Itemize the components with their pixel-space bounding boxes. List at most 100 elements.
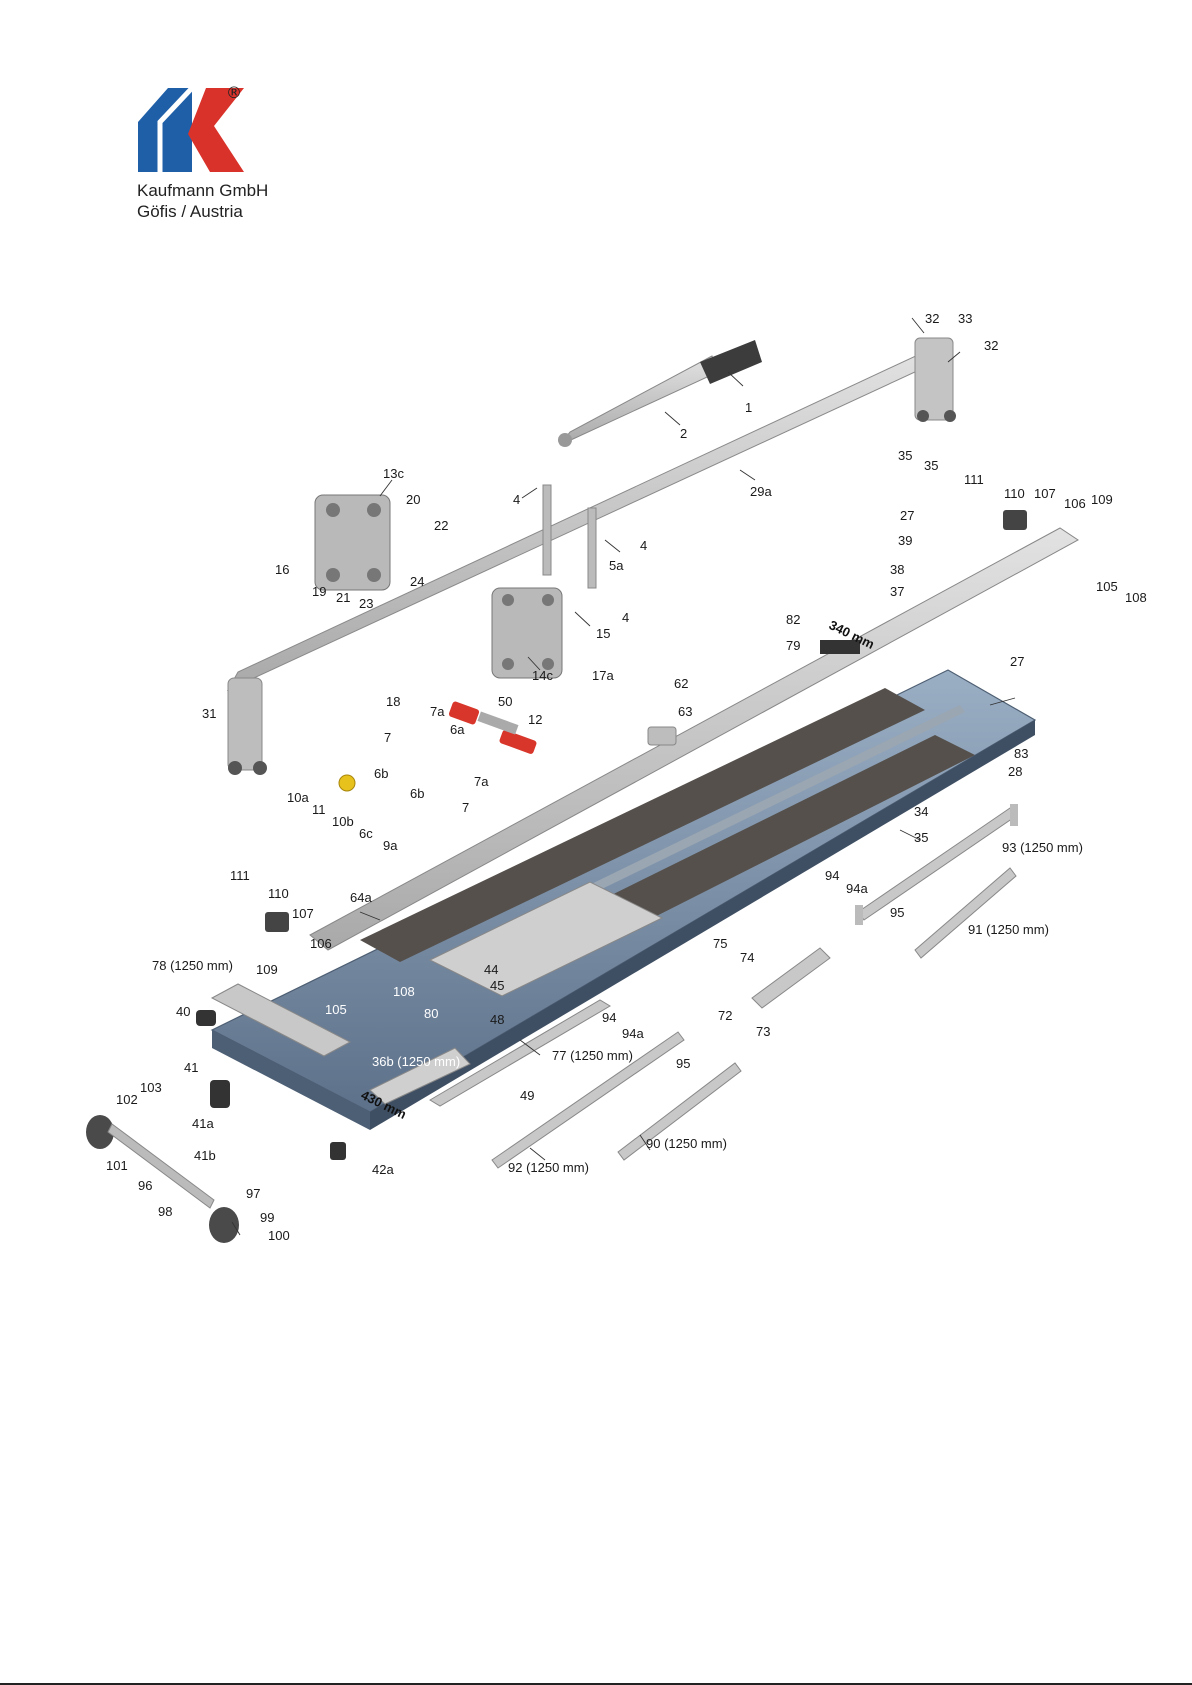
part-label: 111 bbox=[964, 472, 984, 487]
extension-bar-90 bbox=[617, 1062, 742, 1161]
part-label: 6c bbox=[359, 826, 373, 841]
part-label: 83 bbox=[1014, 746, 1028, 761]
part-label: 7 bbox=[462, 800, 469, 815]
part-label: 94a bbox=[622, 1026, 644, 1041]
carriage-plate-13c bbox=[314, 494, 391, 591]
part-label: 45 bbox=[490, 978, 504, 993]
part-label: 95 bbox=[676, 1056, 690, 1071]
part-label: 7a bbox=[474, 774, 489, 789]
registered-mark: ® bbox=[226, 83, 242, 102]
part-label: 10b bbox=[332, 814, 354, 829]
leader-lines bbox=[231, 317, 1016, 1236]
part-label: 62 bbox=[674, 676, 688, 691]
bracket-107a bbox=[1003, 510, 1027, 530]
part-label: 21 bbox=[336, 590, 350, 605]
part-label: 82 bbox=[786, 612, 800, 627]
part-label: 75 bbox=[713, 936, 727, 951]
part-label: 103 bbox=[140, 1080, 162, 1095]
carry-handle-72 bbox=[751, 947, 831, 1009]
part-label-white: 108 bbox=[393, 984, 415, 999]
extension-arm-78 bbox=[210, 983, 611, 1107]
part-label: 10a bbox=[287, 790, 309, 805]
part-label: 111 bbox=[230, 868, 250, 883]
part-label: 12 bbox=[528, 712, 542, 727]
part-label: 110 bbox=[1004, 486, 1025, 501]
logo-divider bbox=[157, 86, 194, 172]
part-label-white: 105 bbox=[325, 1002, 347, 1017]
part-label: 42a bbox=[372, 1162, 394, 1177]
part-label: 102 bbox=[116, 1092, 138, 1107]
part-label: 49 bbox=[520, 1088, 534, 1103]
part-label: 7 bbox=[384, 730, 391, 745]
part-label: 94 bbox=[602, 1010, 616, 1025]
company-location: Göfis / Austria bbox=[137, 202, 243, 221]
part-label: 17a bbox=[592, 668, 614, 683]
part-label: 72 bbox=[718, 1008, 732, 1023]
part-label: 91 (1250 mm) bbox=[968, 922, 1049, 937]
guide-rail-29a bbox=[226, 337, 956, 775]
part-label: 15 bbox=[596, 626, 610, 641]
kaufmann-logo: ® bbox=[138, 83, 244, 172]
part-label: 18 bbox=[386, 694, 400, 709]
part-label: 101 bbox=[106, 1158, 128, 1173]
company-name: Kaufmann GmbH bbox=[137, 181, 269, 200]
part-label: 98 bbox=[158, 1204, 172, 1219]
part-label: 44 bbox=[484, 962, 498, 977]
part-label: 33 bbox=[958, 311, 972, 326]
part-label: 106 bbox=[310, 936, 332, 951]
part-label: 100 bbox=[268, 1228, 290, 1243]
part-label: 105 bbox=[1096, 579, 1118, 594]
part-label: 29a bbox=[750, 484, 772, 499]
base-frame bbox=[210, 669, 1037, 1130]
foot-42a bbox=[330, 1142, 346, 1160]
block-63 bbox=[647, 726, 677, 746]
part-label: 1 bbox=[745, 400, 752, 415]
part-label: 24 bbox=[410, 574, 424, 589]
part-label: 40 bbox=[176, 1004, 190, 1019]
part-label: 94 bbox=[825, 868, 839, 883]
part-label: 13c bbox=[383, 466, 404, 481]
part-label: 95 bbox=[890, 905, 904, 920]
carriage-plate-14c bbox=[491, 587, 563, 679]
lever-clamp-12 bbox=[448, 701, 537, 754]
part-label: 77 (1250 mm) bbox=[552, 1048, 633, 1063]
part-label: 73 bbox=[756, 1024, 770, 1039]
part-label: 32 bbox=[984, 338, 998, 353]
part-label: 35 bbox=[924, 458, 938, 473]
part-label: 16 bbox=[275, 562, 289, 577]
support-rail-64a bbox=[309, 527, 1079, 951]
part-label: 2 bbox=[680, 426, 687, 441]
part-label: 6b bbox=[374, 766, 388, 781]
part-label: 79 bbox=[786, 638, 800, 653]
wheel-assembly bbox=[86, 1115, 239, 1243]
part-label: 35 bbox=[898, 448, 912, 463]
part-label: 109 bbox=[256, 962, 278, 977]
part-label: 23 bbox=[359, 596, 373, 611]
part-label: 22 bbox=[434, 518, 448, 533]
part-label: 20 bbox=[406, 492, 420, 507]
extension-bar-93 bbox=[855, 804, 1018, 925]
logo-blue-shape-2 bbox=[160, 88, 192, 172]
part-label: 107 bbox=[1034, 486, 1056, 501]
extension-bar-92 bbox=[491, 1031, 685, 1169]
extension-bar-91 bbox=[914, 867, 1017, 959]
part-label: 110 bbox=[268, 886, 289, 901]
part-label: 97 bbox=[246, 1186, 260, 1201]
part-label: 14c bbox=[532, 668, 553, 683]
part-label: 64a bbox=[350, 890, 372, 905]
foot-41 bbox=[210, 1080, 230, 1108]
page-bottom-rule bbox=[0, 1683, 1192, 1685]
clamp-40 bbox=[196, 1010, 216, 1026]
logo-red-shape bbox=[188, 88, 244, 172]
part-label: 74 bbox=[740, 950, 754, 965]
part-label: 28 bbox=[1008, 764, 1022, 779]
part-label: 9a bbox=[383, 838, 398, 853]
part-label: 109 bbox=[1091, 492, 1113, 507]
part-label: 32 bbox=[925, 311, 939, 326]
handle-assembly bbox=[558, 340, 762, 447]
part-label: 7a bbox=[430, 704, 445, 719]
part-label: 94a bbox=[846, 881, 868, 896]
part-label: 90 (1250 mm) bbox=[646, 1136, 727, 1151]
part-label: 27 bbox=[1010, 654, 1024, 669]
